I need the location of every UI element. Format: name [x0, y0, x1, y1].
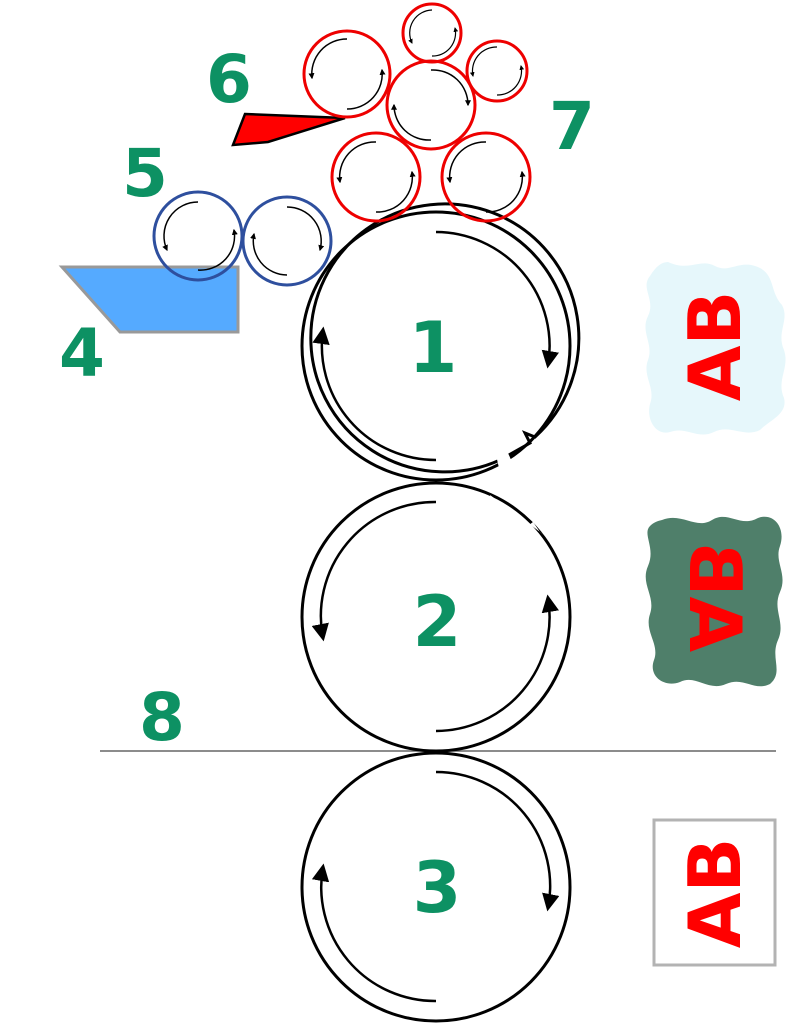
printed-ab-text: AB — [673, 838, 757, 949]
ink-blob — [645, 516, 783, 687]
impression-cylinder — [300, 751, 572, 1023]
plate-cylinder — [300, 202, 581, 482]
label-inking-rollers: 7 — [549, 88, 595, 165]
blanket-image-stage: AB — [645, 516, 783, 687]
inking-rollers — [302, 2, 532, 223]
blanket-cylinder — [300, 481, 572, 753]
wash-blob — [645, 262, 786, 435]
label-impression-cylinder: 3 — [413, 847, 462, 929]
plate-image-stage: AB — [645, 262, 786, 435]
printed-image-stage: AB — [652, 818, 777, 967]
ink-fountain — [231, 112, 346, 147]
label-plate-cylinder: 1 — [409, 307, 458, 389]
label-ink-fountain: 6 — [206, 41, 252, 118]
water-trough — [58, 265, 240, 334]
plate-ab-text: AB — [673, 291, 757, 402]
label-paper-path: 8 — [139, 679, 185, 756]
blanket-ab-text: AB — [673, 542, 757, 653]
label-blanket-cylinder: 2 — [413, 581, 462, 663]
printed-sheet-box — [652, 818, 777, 967]
label-damping-rollers: 5 — [122, 135, 168, 212]
damping-rollers — [152, 190, 333, 287]
label-water-trough: 4 — [59, 315, 105, 392]
